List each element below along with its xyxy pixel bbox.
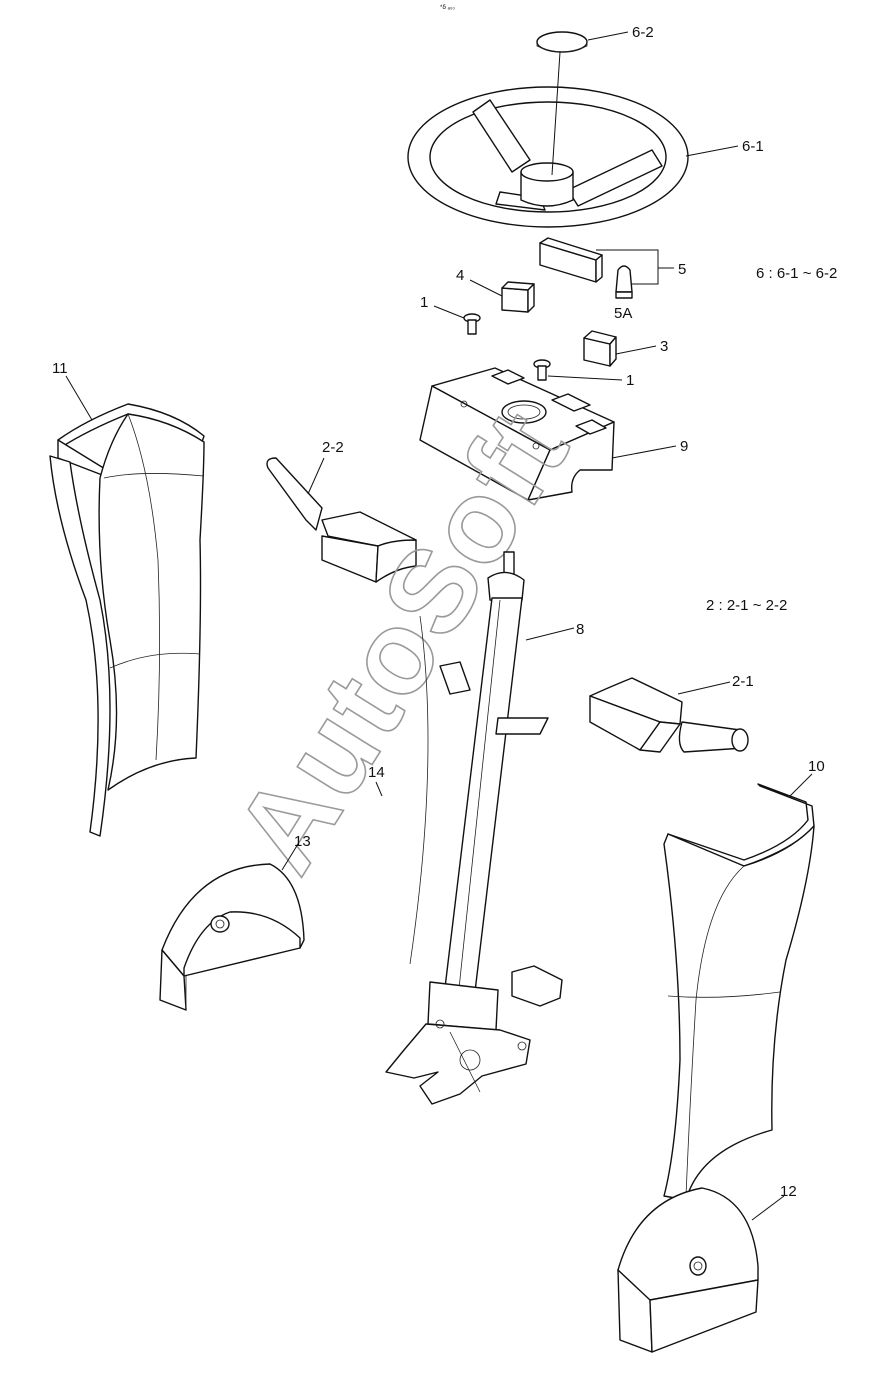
screw-1-top[interactable] [463,313,481,335]
callout-2-2: 2-2 [322,439,344,456]
callout-2-1: 2-1 [732,673,754,690]
callout-1-top: 1 [420,294,428,311]
lever-2-2[interactable] [266,457,417,583]
side-panel-10[interactable] [663,783,815,1201]
bracket-13[interactable] [159,863,305,1011]
callout-14: 14 [368,764,385,781]
lever-2-1[interactable] [589,677,749,753]
callout-10: 10 [808,758,825,775]
callout-1-mid: 1 [626,372,634,389]
cover-pad[interactable] [511,965,563,1007]
switch-3[interactable] [583,330,617,367]
horn-cap[interactable] [536,31,588,53]
callout-12: 12 [780,1183,797,1200]
column-cover-9[interactable] [419,367,615,501]
callout-4: 4 [456,267,464,284]
note-group-6: 6 : 6-1 ~ 6-2 [756,265,837,282]
callout-11: 11 [52,360,68,377]
switch-4[interactable] [501,281,535,313]
steering-wheel[interactable] [407,86,689,228]
callout-6-2: 6-2 [632,24,654,41]
bulb-5a[interactable] [615,265,633,299]
callout-3: 3 [660,338,668,355]
bracket-12[interactable] [617,1187,759,1353]
note-group-2: 2 : 2-1 ~ 2-2 [706,597,787,614]
callout-8: 8 [576,621,584,638]
side-panel-11[interactable] [49,403,205,837]
steering-column-8[interactable] [385,551,549,1105]
switch-5[interactable] [539,237,603,283]
header-mark: *ẟ ₐ₀₀ [440,4,455,11]
callout-5a: 5A [614,305,632,322]
callout-9: 9 [680,438,688,455]
callout-6-1: 6-1 [742,138,764,155]
screw-1-mid[interactable] [533,359,551,381]
callout-13: 13 [294,833,311,850]
callout-5: 5 [678,261,686,278]
